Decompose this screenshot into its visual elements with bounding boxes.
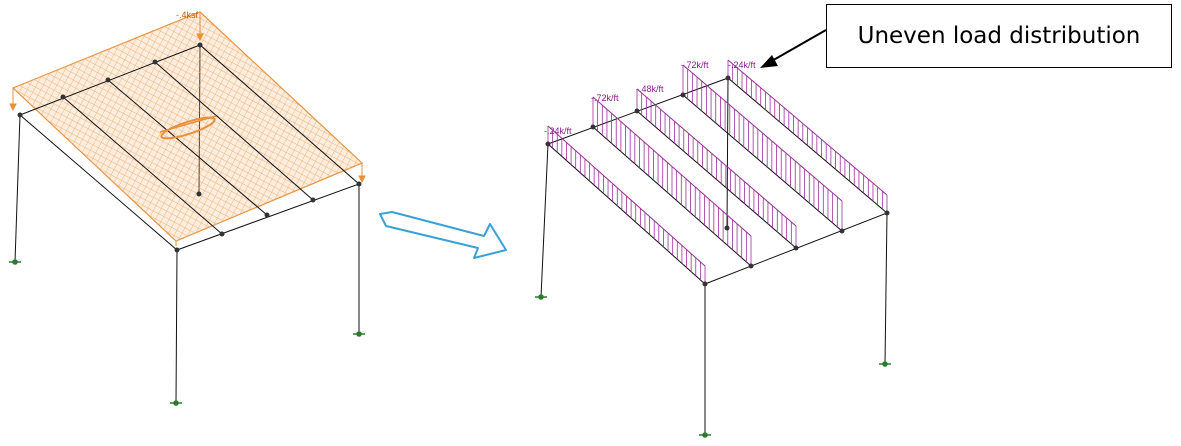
left-joist-1 <box>62 96 223 235</box>
line-loads: -.24k/ft -.72k/ft -.48k/ft -.72k/ft -.24k/ft <box>544 59 888 284</box>
callout-text: Uneven load distribution <box>857 23 1141 49</box>
load-line-4: -.72k/ft <box>681 60 843 231</box>
left-column-front-left <box>175 249 178 404</box>
right-nodes <box>545 75 890 287</box>
left-column-back-left <box>14 114 21 263</box>
left-frame-model: -.4ksf <box>9 10 366 406</box>
right-columns <box>540 77 888 435</box>
load-line-2: -.72k/ft <box>591 93 752 266</box>
load-line-1: -.24k/ft <box>544 125 706 284</box>
callout-pointer-arrow <box>760 29 827 68</box>
load-line-2-label: -.72k/ft <box>591 93 619 103</box>
load-line-5-label: -.24k/ft <box>728 60 756 70</box>
transition-arrow <box>379 211 507 259</box>
right-frame-model: -.24k/ft -.72k/ft -.48k/ft -.72k/ft -.24k/ft <box>535 29 891 438</box>
right-column-front-right <box>884 212 888 365</box>
load-line-3: -.48k/ft <box>636 84 797 248</box>
left-beams <box>19 44 360 251</box>
left-nodes <box>17 42 362 253</box>
area-load-tint <box>13 12 362 241</box>
right-supports <box>535 294 891 438</box>
load-line-3-label: -.48k/ft <box>636 84 664 94</box>
area-local-axis <box>159 115 217 140</box>
area-load-label: -.4ksf <box>176 10 199 20</box>
right-column-back-left <box>540 143 549 298</box>
area-load-arrows <box>9 12 366 246</box>
right-column-back-right <box>726 77 729 229</box>
left-joist-3 <box>154 61 314 201</box>
left-supports <box>9 259 365 406</box>
callout-box: Uneven load distribution <box>826 4 1172 68</box>
left-joist-2 <box>107 79 268 216</box>
load-line-4-label: -.72k/ft <box>681 60 709 70</box>
load-line-1-label: -.24k/ft <box>544 126 572 136</box>
load-line-5: -.24k/ft <box>727 59 888 213</box>
